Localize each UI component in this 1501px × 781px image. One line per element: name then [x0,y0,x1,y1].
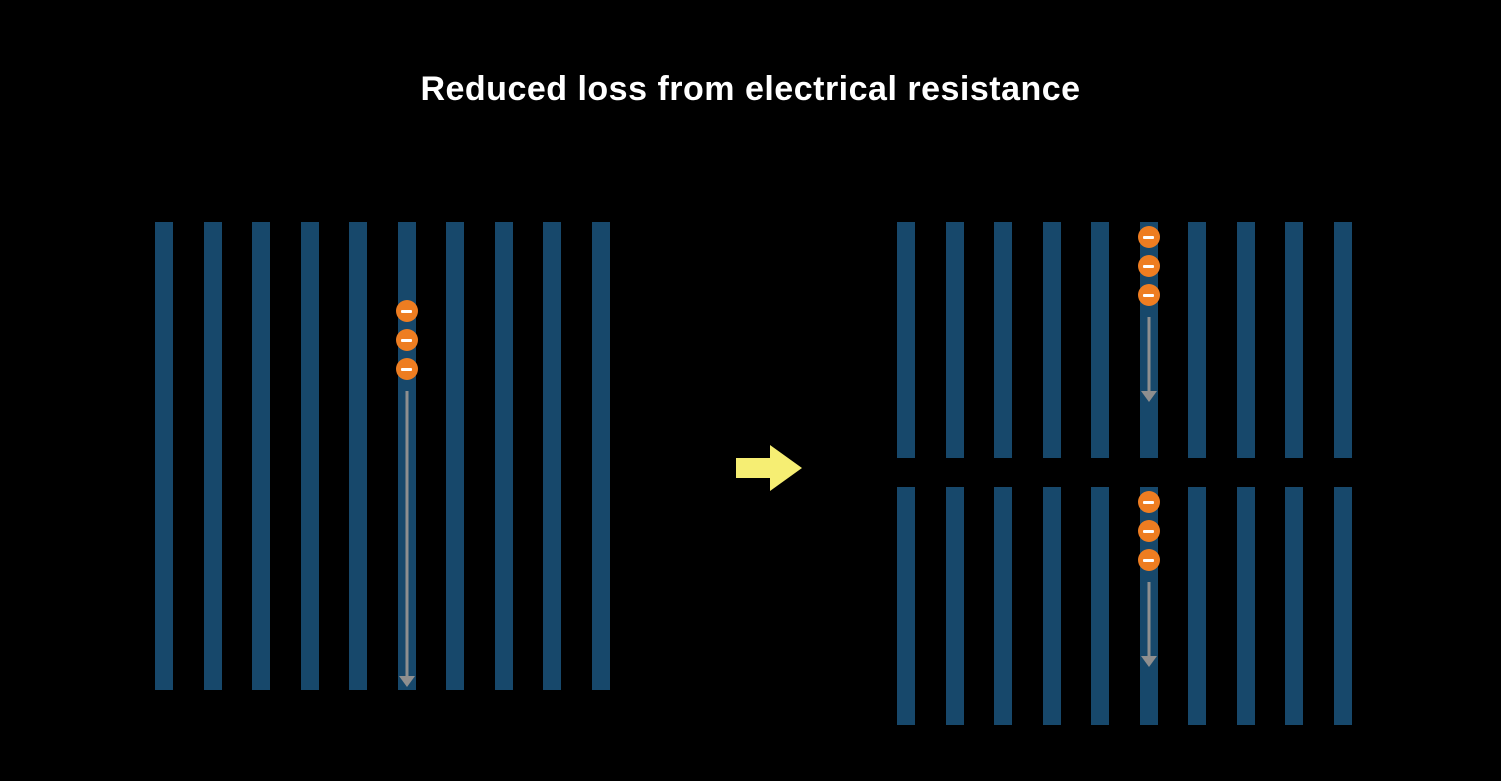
conductor-bar [494,222,513,690]
conductor-bar [1137,487,1160,725]
electron-minus-icon [395,329,418,351]
conductor-bar [203,222,222,690]
conductor-bar [1042,222,1061,458]
conductor-bar [945,487,964,725]
conductor-bar [1188,222,1207,458]
conductor-bar [446,222,465,690]
page-title: Reduced loss from electrical resistance [420,70,1081,108]
electron-minus-icon [1137,284,1160,306]
electron-minus-icon [395,358,418,380]
conductor-bar [543,222,562,690]
electron-flow [1137,226,1160,402]
conductor-bar [1285,487,1304,725]
split-layer-panel-bottom [897,487,1352,725]
conductor-bar [1285,222,1304,458]
electron-minus-icon [1137,520,1160,542]
conductor-bar [1236,222,1255,458]
current-direction-arrow-icon [1140,313,1158,402]
conductor-bar [1333,487,1352,725]
conductor-bar [1333,222,1352,458]
conductor-bar [300,222,319,690]
conductor-bar [1137,222,1160,458]
electron-minus-icon [1137,226,1160,248]
current-direction-arrow-icon [1140,578,1158,667]
current-direction-arrow-icon [398,387,416,687]
conductor-bar [897,487,915,725]
conductor-bar [1236,487,1255,725]
conductor-bar [395,222,418,690]
conductor-bar [1188,487,1207,725]
electron-minus-icon [1137,255,1160,277]
right-arrow-icon [736,445,802,491]
electron-minus-icon [1137,491,1160,513]
conductor-bar [591,222,610,690]
conductor-bar [349,222,368,690]
electron-minus-icon [395,300,418,322]
electron-flow [1137,491,1160,667]
conductor-bar [945,222,964,458]
single-layer-panel [155,222,610,690]
conductor-bar [1091,487,1110,725]
conductor-bar [1091,222,1110,458]
conductor-bar [1042,487,1061,725]
electron-flow [395,300,418,687]
conductor-bar [994,487,1013,725]
conductor-bar [897,222,915,458]
electron-minus-icon [1137,549,1160,571]
split-layer-panel-top [897,222,1352,458]
conductor-bar [155,222,173,690]
conductor-bar [994,222,1013,458]
conductor-bar [252,222,271,690]
